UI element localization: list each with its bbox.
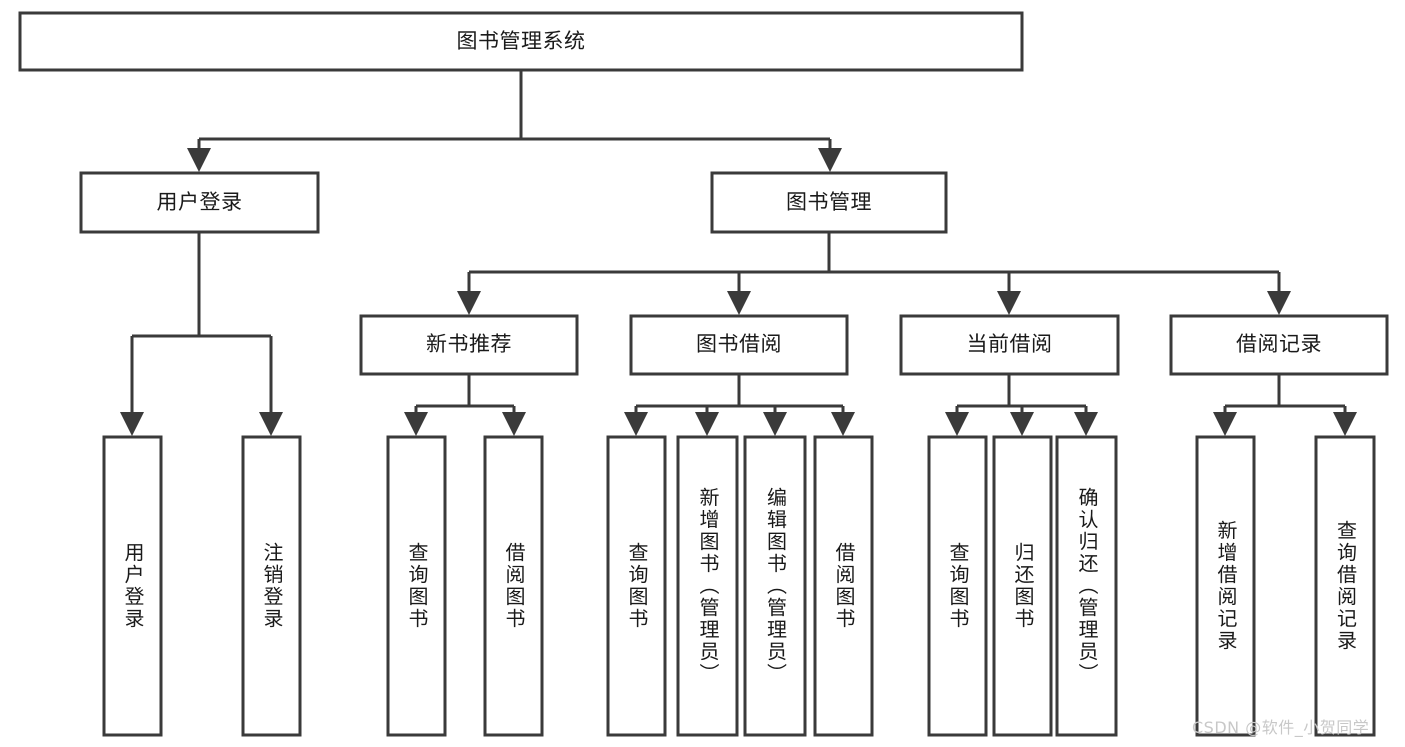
box-leaf-query-record	[1314, 435, 1376, 737]
box-leaf-query-book-3	[927, 435, 988, 737]
box-user-login	[79, 171, 320, 234]
box-leaf-user-login	[102, 435, 163, 737]
box-leaf-confirm-return	[1055, 435, 1118, 737]
box-leaf-borrow-book-2	[813, 435, 874, 737]
box-leaf-edit-book	[743, 435, 807, 737]
box-root	[18, 11, 1024, 72]
box-borrow-record	[1169, 314, 1389, 376]
box-book-manage	[710, 171, 948, 234]
box-leaf-query-book-1	[386, 435, 447, 737]
box-leaf-add-book	[676, 435, 739, 737]
box-leaf-logout-login	[241, 435, 302, 737]
box-leaf-return-book	[992, 435, 1053, 737]
box-leaf-add-record	[1195, 435, 1256, 737]
node-boxes	[18, 11, 1389, 737]
box-new-book-rec	[359, 314, 579, 376]
box-leaf-borrow-book-1	[483, 435, 544, 737]
box-current-borrow	[899, 314, 1120, 376]
box-book-borrow	[629, 314, 849, 376]
box-leaf-query-book-2	[606, 435, 667, 737]
connector-lines	[120, 70, 1357, 436]
